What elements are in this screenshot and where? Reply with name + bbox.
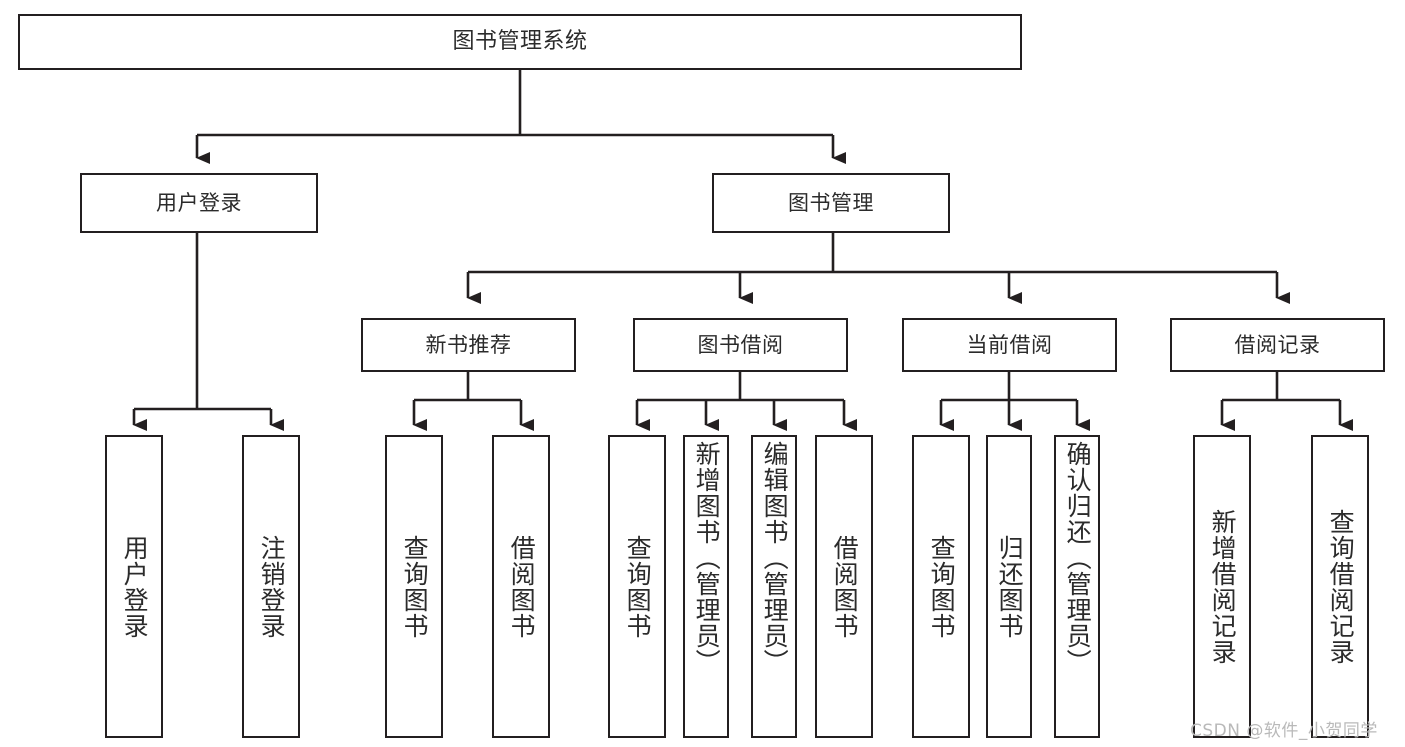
node-label: 查询图书 bbox=[927, 534, 957, 639]
node-label: 用户登录 bbox=[156, 190, 242, 215]
node-label: 查询图书 bbox=[400, 534, 430, 639]
node-label: 编辑图书（管理员） bbox=[760, 441, 790, 675]
leaf-logout-login[interactable]: 注销登录 bbox=[242, 435, 300, 738]
node-borrow-record[interactable]: 借阅记录 bbox=[1170, 318, 1385, 372]
node-root-book-management-system[interactable]: 图书管理系统 bbox=[18, 14, 1022, 70]
node-label: 图书借阅 bbox=[697, 332, 784, 357]
node-label: 新书推荐 bbox=[425, 332, 512, 357]
leaf-add-borrow-record[interactable]: 新增借阅记录 bbox=[1193, 435, 1251, 738]
leaf-borrow-book[interactable]: 借阅图书 bbox=[815, 435, 873, 738]
node-book-borrow[interactable]: 图书借阅 bbox=[633, 318, 848, 372]
node-label: 用户登录 bbox=[120, 534, 150, 639]
node-label: 查询图书 bbox=[623, 534, 653, 639]
leaf-return-book[interactable]: 归还图书 bbox=[986, 435, 1032, 738]
node-label: 归还图书 bbox=[995, 534, 1025, 639]
node-new-book-recommend[interactable]: 新书推荐 bbox=[361, 318, 576, 372]
node-label: 借阅图书 bbox=[507, 534, 537, 639]
node-label: 查询借阅记录 bbox=[1326, 508, 1356, 665]
leaf-query-book-recommend[interactable]: 查询图书 bbox=[385, 435, 443, 738]
leaf-query-book-current[interactable]: 查询图书 bbox=[912, 435, 970, 738]
leaf-query-borrow-record[interactable]: 查询借阅记录 bbox=[1311, 435, 1369, 738]
node-label: 新增图书（管理员） bbox=[692, 441, 722, 675]
node-label: 借阅图书 bbox=[830, 534, 860, 639]
node-label: 当前借阅 bbox=[966, 332, 1053, 357]
node-book-management[interactable]: 图书管理 bbox=[712, 173, 950, 233]
node-label: 图书管理 bbox=[788, 190, 874, 215]
node-label: 确认归还（管理员） bbox=[1063, 441, 1093, 675]
csdn-watermark: CSDN @软件_小贺同学 bbox=[1190, 721, 1378, 741]
leaf-user-login[interactable]: 用户登录 bbox=[105, 435, 163, 738]
leaf-edit-book-admin[interactable]: 编辑图书（管理员） bbox=[751, 435, 797, 738]
node-label: 借阅记录 bbox=[1234, 332, 1321, 357]
node-label: 新增借阅记录 bbox=[1208, 508, 1238, 665]
node-user-login[interactable]: 用户登录 bbox=[80, 173, 318, 233]
node-current-borrow[interactable]: 当前借阅 bbox=[902, 318, 1117, 372]
leaf-confirm-return-admin[interactable]: 确认归还（管理员） bbox=[1054, 435, 1100, 738]
node-label: 注销登录 bbox=[257, 534, 287, 639]
node-label: 图书管理系统 bbox=[452, 29, 588, 55]
leaf-add-book-admin[interactable]: 新增图书（管理员） bbox=[683, 435, 729, 738]
leaf-borrow-book-recommend[interactable]: 借阅图书 bbox=[492, 435, 550, 738]
leaf-query-book-borrow[interactable]: 查询图书 bbox=[608, 435, 666, 738]
